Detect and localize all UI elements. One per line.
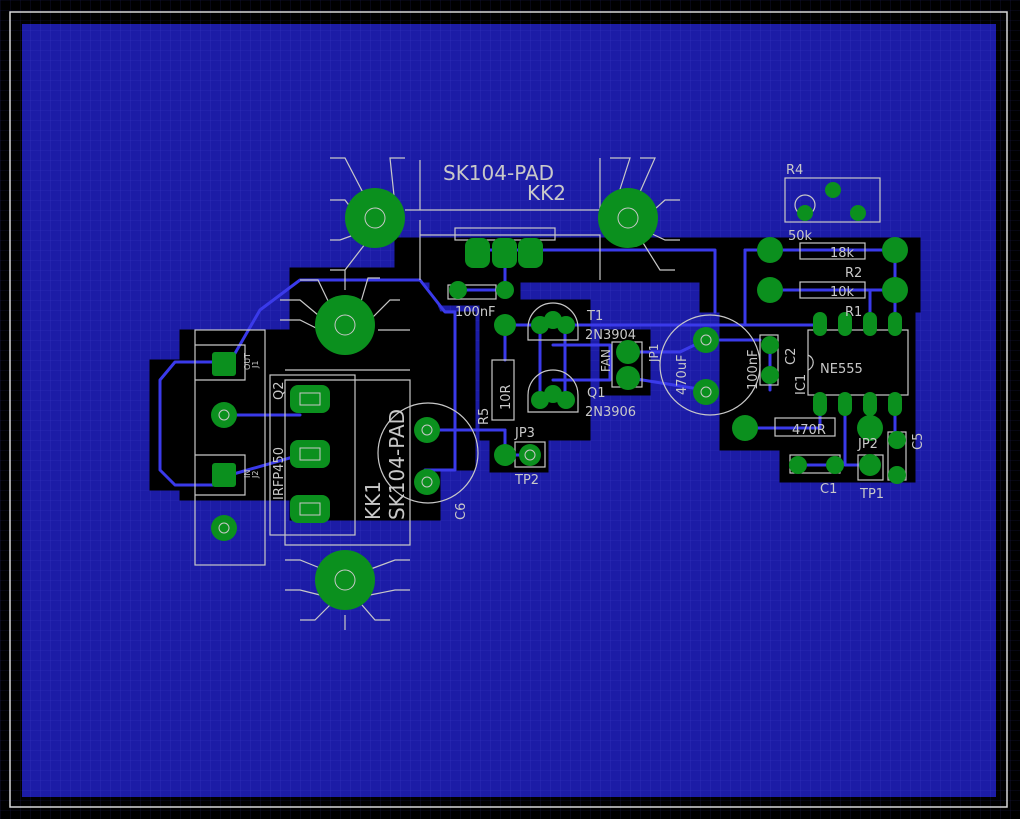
label-r1: R1	[845, 305, 862, 320]
label-r5: R5	[477, 408, 492, 425]
heatsink-kk1	[280, 270, 411, 630]
label-c5: C5	[911, 433, 926, 450]
label-j2-sub: IN	[243, 470, 252, 478]
pads	[211, 182, 908, 610]
ic1-outline	[807, 329, 909, 396]
label-jp3: JP3	[514, 426, 535, 441]
label-q1: Q1	[587, 386, 606, 401]
label-tp2: TP2	[514, 473, 539, 488]
label-jp2: JP2	[857, 437, 878, 452]
drill-holes	[218, 207, 712, 591]
label-c2: C2	[784, 348, 799, 365]
label-tp1: TP1	[859, 487, 884, 502]
pad-kk2-right	[598, 188, 658, 248]
label-r5-value: 10R	[499, 384, 514, 410]
label-c6: C6	[454, 503, 469, 520]
label-j2: J2	[251, 471, 260, 479]
label-470uf: 470uF	[675, 354, 690, 395]
label-q2-part: IRFP450	[272, 447, 287, 500]
label-kk2-type: SK104-PAD	[443, 161, 554, 185]
label-ic1-part: NE555	[820, 362, 863, 377]
label-r2: R2	[845, 266, 862, 281]
label-100nf-right: 100nF	[746, 349, 761, 390]
label-r4: R4	[786, 163, 803, 178]
pad-kk2-left	[345, 188, 405, 248]
pad-kk1-top	[315, 295, 375, 355]
silkscreen	[194, 157, 909, 630]
label-kk1-type: SK104-PAD	[385, 409, 409, 520]
label-j1: J1	[251, 361, 260, 369]
label-jp1: JP1	[647, 344, 661, 363]
label-kk1-name: KK1	[361, 481, 385, 520]
connector-j1-outline	[194, 329, 266, 566]
label-fan: FAN	[599, 349, 613, 372]
label-q1-part: 2N3906	[585, 405, 636, 420]
board-outline	[9, 11, 1008, 808]
label-r1-value: 10k	[830, 285, 855, 300]
label-t1: T1	[586, 309, 603, 324]
label-ic1: IC1	[794, 374, 809, 395]
label-r2-value: 18k	[830, 246, 855, 261]
label-c1: C1	[820, 482, 837, 497]
label-100nf-left: 100nF	[455, 305, 496, 320]
label-kk2-name: KK2	[527, 181, 566, 205]
label-j1-sub: OUT	[243, 353, 252, 370]
label-470r: 470R	[792, 423, 826, 438]
silkscreen-labels: SK104-PAD KK2 R4 50k 18k R2 10k R1 100nF…	[243, 161, 926, 520]
trimmer-r4-outline	[784, 177, 881, 223]
label-r4-value: 50k	[788, 229, 813, 244]
label-t1-part: 2N3904	[585, 328, 636, 343]
pad-kk1-bottom	[315, 550, 375, 610]
label-q2: Q2	[272, 381, 287, 400]
